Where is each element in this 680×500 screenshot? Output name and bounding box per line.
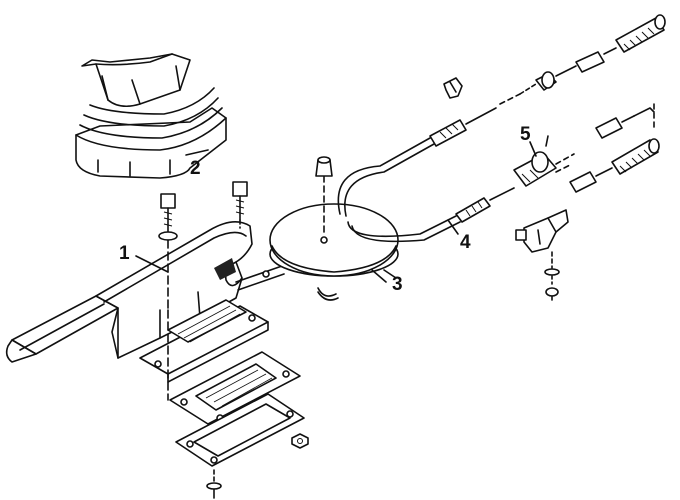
callout-1: 1	[119, 243, 130, 264]
brake-cables	[337, 93, 521, 243]
hex-nut	[291, 433, 309, 449]
callout-5: 5	[520, 124, 531, 145]
disc-cap	[315, 156, 333, 177]
callout-3: 3	[392, 274, 403, 295]
callout-4: 4	[460, 232, 471, 253]
bottom-screw	[206, 469, 222, 499]
leader-lines	[135, 141, 537, 283]
lever-bolt-right	[232, 181, 248, 229]
equalizer-disc	[269, 175, 399, 301]
rear-cable-upper	[519, 14, 666, 95]
cable-clip	[443, 77, 463, 99]
callout-2: 2	[190, 158, 201, 179]
lower-seal-plate	[175, 393, 305, 467]
cable-connector	[513, 135, 575, 187]
cable-bracket	[515, 209, 569, 301]
lever-bolt-left	[158, 193, 178, 311]
mounting-bracket	[139, 299, 269, 401]
rear-cable-lower	[569, 103, 660, 193]
handbrake-lever	[5, 221, 285, 363]
gaiter-boot	[75, 53, 227, 179]
upper-seal-plate	[169, 351, 301, 425]
